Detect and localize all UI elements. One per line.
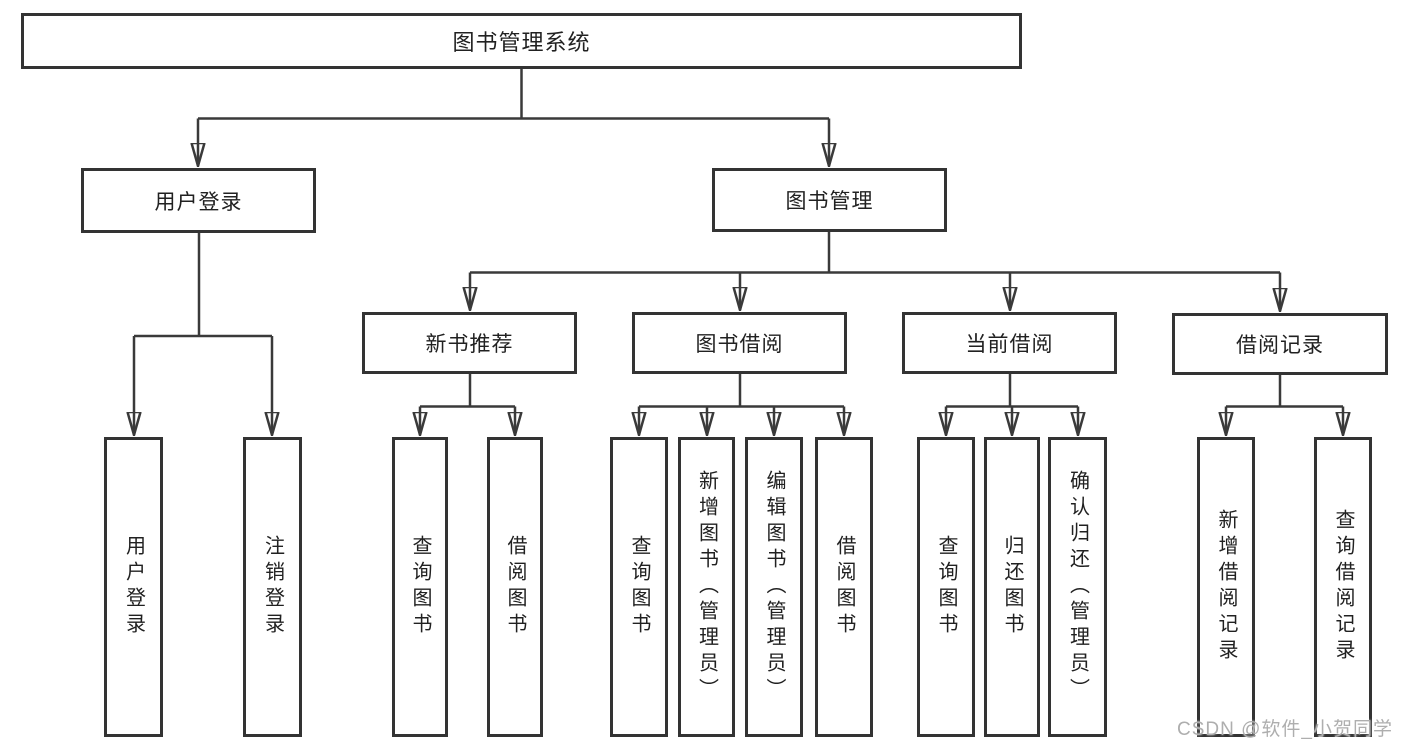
leaf-logout: 注销登录 xyxy=(243,437,302,737)
node-root-label: 图书管理系统 xyxy=(452,30,591,55)
leaf-edit-book-admin: 编辑图书（管理员） xyxy=(745,437,803,737)
node-borrowing-records-label: 借阅记录 xyxy=(1236,334,1324,357)
watermark: CSDN @软件_小贺同学 xyxy=(1177,719,1393,740)
leaf-add-borrow-record-label: 新增借阅记录 xyxy=(1215,509,1237,665)
connector-userlogin-trunk xyxy=(134,233,272,338)
leaf-query-books-recommend-label: 查询图书 xyxy=(409,535,431,639)
node-book-borrowing-label: 图书借阅 xyxy=(695,333,784,356)
connector-bookborrow-trunk xyxy=(639,374,844,408)
leaf-query-books-borrowing-label: 查询图书 xyxy=(628,535,650,639)
leaf-borrow-books-borrowing: 借阅图书 xyxy=(815,437,873,737)
connector-root-trunk xyxy=(198,69,829,120)
node-borrowing-records: 借阅记录 xyxy=(1172,313,1388,375)
connector-currentborrow-trunk xyxy=(946,374,1078,408)
leaf-query-books-current-label: 查询图书 xyxy=(935,535,957,639)
leaf-query-books-borrowing: 查询图书 xyxy=(610,437,668,737)
leaf-user-login: 用户登录 xyxy=(104,437,163,737)
connector-bookmgmt-trunk xyxy=(470,232,1280,274)
leaf-user-login-label: 用户登录 xyxy=(122,535,145,639)
node-book-management-label: 图书管理 xyxy=(785,190,874,213)
leaf-borrow-books-recommend: 借阅图书 xyxy=(487,437,543,737)
connector-newbookrec-trunk xyxy=(420,374,515,408)
node-current-borrowing: 当前借阅 xyxy=(902,312,1117,374)
node-root: 图书管理系统 xyxy=(21,13,1022,69)
node-current-borrowing-label: 当前借阅 xyxy=(965,333,1054,356)
leaf-borrow-books-borrowing-label: 借阅图书 xyxy=(833,535,855,639)
node-new-book-recommend-label: 新书推荐 xyxy=(425,333,514,356)
leaf-query-borrow-record: 查询借阅记录 xyxy=(1314,437,1372,737)
node-new-book-recommend: 新书推荐 xyxy=(362,312,577,374)
node-book-borrowing: 图书借阅 xyxy=(632,312,847,374)
connector-borrowrecords-trunk xyxy=(1226,375,1343,408)
leaf-confirm-return-admin-label: 确认归还（管理员） xyxy=(1066,470,1089,704)
leaf-return-book-label: 归还图书 xyxy=(1001,535,1023,639)
leaf-logout-label: 注销登录 xyxy=(261,535,284,639)
node-book-management: 图书管理 xyxy=(712,168,947,232)
leaf-edit-book-admin-label: 编辑图书（管理员） xyxy=(763,470,785,704)
node-user-login-label: 用户登录 xyxy=(154,190,243,214)
leaf-add-book-admin: 新增图书（管理员） xyxy=(678,437,735,737)
leaf-borrow-books-recommend-label: 借阅图书 xyxy=(504,535,526,639)
leaf-query-books-current: 查询图书 xyxy=(917,437,975,737)
leaf-query-books-recommend: 查询图书 xyxy=(392,437,448,737)
leaf-add-borrow-record: 新增借阅记录 xyxy=(1197,437,1255,737)
leaf-return-book: 归还图书 xyxy=(984,437,1040,737)
leaf-query-borrow-record-label: 查询借阅记录 xyxy=(1332,509,1354,665)
leaf-add-book-admin-label: 新增图书（管理员） xyxy=(695,470,718,704)
leaf-confirm-return-admin: 确认归还（管理员） xyxy=(1048,437,1107,737)
node-user-login: 用户登录 xyxy=(81,168,316,233)
